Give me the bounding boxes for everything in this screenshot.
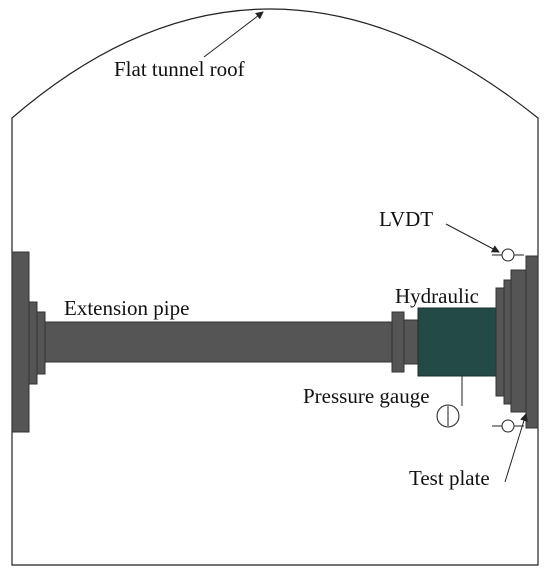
test-plate: [510, 269, 527, 413]
rock-face-plate: [525, 255, 539, 429]
roof-leader-arrow: [203, 11, 264, 58]
label-pressure-gauge: Pressure gauge: [303, 384, 430, 408]
left-flange-outer: [28, 301, 38, 385]
left-flange-inner: [36, 311, 46, 375]
pressure-gauge: [436, 376, 463, 428]
left-reaction-plate: [11, 251, 30, 433]
lvdt-sensor-top: [492, 248, 524, 262]
testplate-leader-arrow: [504, 413, 528, 483]
jack-plate-2: [503, 279, 512, 405]
pipe-right-flange-outer: [391, 311, 405, 373]
lvdt-sensor-bottom: [492, 419, 524, 433]
pipe-right-flange-inner: [403, 319, 419, 365]
label-flat-tunnel-roof: Flat tunnel roof: [114, 57, 245, 81]
label-extension-pipe: Extension pipe: [64, 296, 189, 320]
lvdt-leader-arrow: [445, 223, 500, 253]
jack-plate-1: [495, 287, 505, 397]
extension-pipe: [44, 321, 393, 363]
label-lvdt: LVDT: [379, 207, 433, 231]
label-hydraulic: Hydraulic: [395, 284, 479, 308]
tunnel-outline: [11, 8, 539, 566]
hydraulic-jack: [417, 307, 497, 377]
label-test-plate: Test plate: [409, 466, 490, 490]
